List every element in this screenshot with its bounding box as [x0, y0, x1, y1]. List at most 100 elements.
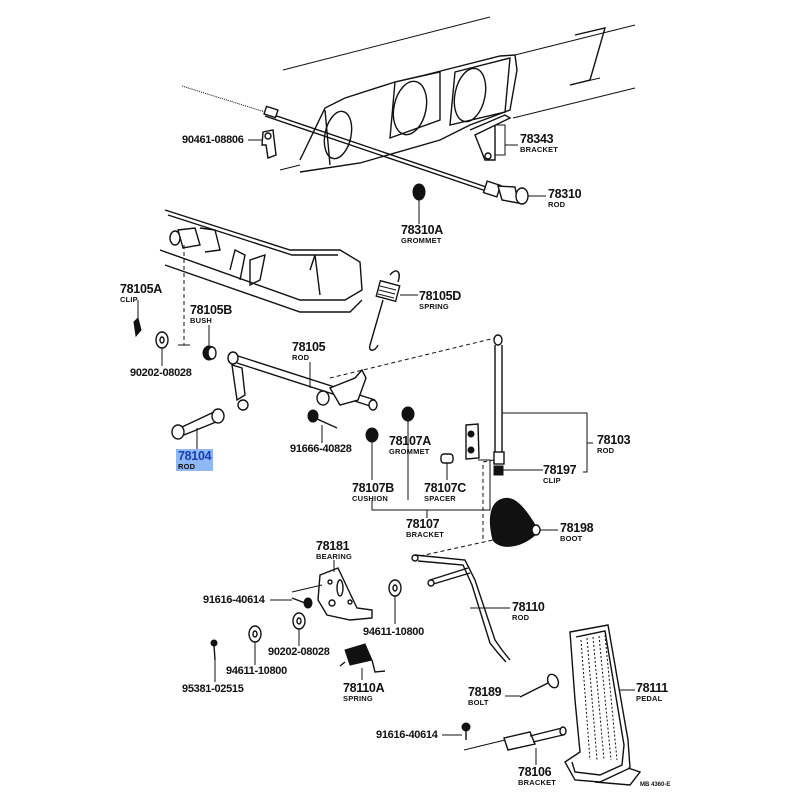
callout-94611-10800-right[interactable]: 94611-10800	[363, 627, 424, 638]
part-name: CLIP	[543, 475, 561, 485]
part-name: ROD	[548, 199, 566, 209]
part-number: 78105D	[419, 289, 461, 303]
leader-lines	[137, 124, 635, 765]
drawing-code: MB 4360-E	[640, 782, 671, 788]
part-name: BEARING	[316, 551, 352, 561]
callout-91616-40614-upper[interactable]: 91616-40614	[203, 595, 265, 606]
part-name: BOOT	[560, 533, 583, 543]
part-number: 78105A	[120, 282, 162, 296]
part-number: 78110	[512, 600, 545, 614]
callout-94611-10800-left[interactable]: 94611-10800	[226, 666, 287, 677]
part-number: 91666-40828	[290, 443, 352, 455]
part-name: BOLT	[468, 697, 489, 707]
part-name: SPACER	[424, 493, 456, 503]
part-name: GROMMET	[401, 235, 442, 245]
grommet-78310a-drawing	[412, 183, 426, 201]
bush-78105b-drawing	[202, 345, 217, 361]
rod-78105-drawing	[227, 337, 496, 411]
part-number: 94611-10800	[226, 665, 287, 677]
part-number: 91616-40614	[376, 729, 438, 741]
clip-78105a-drawing	[133, 317, 142, 338]
part-number: 95381-02515	[182, 683, 244, 695]
rod-78104-drawing	[171, 408, 225, 440]
part-number: 78107B	[352, 481, 394, 495]
washer-90202-lower-drawing	[292, 612, 306, 630]
cable-rod-drawing	[181, 85, 529, 205]
part-name: ROD	[597, 445, 615, 455]
part-name: BRACKET	[406, 529, 445, 539]
part-name: BRACKET	[520, 144, 559, 154]
part-name: CLIP	[120, 294, 138, 304]
part-number: 78107A	[389, 434, 431, 448]
part-number: 78181	[316, 539, 350, 553]
bolt-91616-lower-drawing	[461, 722, 506, 751]
callout-91616-40614-lower[interactable]: 91616-40614	[376, 730, 438, 741]
part-number: 78106	[518, 765, 552, 779]
screw-91666-drawing	[307, 409, 338, 429]
part-number: 78110A	[343, 681, 385, 695]
grommet-78107a-drawing	[401, 406, 415, 422]
washer-94611-left-drawing	[248, 625, 262, 643]
part-number: 78107C	[424, 481, 466, 495]
part-name: ROD	[292, 352, 310, 362]
part-number: 78107	[406, 517, 440, 531]
bracket-78107-drawing	[465, 423, 480, 460]
part-name: ROD	[512, 612, 530, 622]
callout-90461-08806[interactable]: 90461-08806	[182, 135, 244, 146]
washer-94611-right-drawing	[388, 579, 402, 597]
part-number: 78104	[178, 449, 212, 463]
part-number: 78189	[468, 685, 502, 699]
part-number: 94611-10800	[363, 626, 424, 638]
rod-78110-drawing	[411, 554, 511, 663]
part-number: 90202-08028	[268, 646, 330, 658]
part-name: BRACKET	[518, 777, 557, 787]
part-name: SPRING	[343, 693, 373, 703]
part-name: BUSH	[190, 315, 213, 325]
part-number: 78111	[636, 681, 668, 695]
part-number: 91616-40614	[203, 594, 265, 606]
valve-cover-drawing	[159, 209, 363, 313]
part-number: 78198	[560, 521, 594, 535]
rod-78103-drawing	[493, 334, 505, 476]
bracket-78106-drawing	[503, 726, 567, 751]
bracket-78343-drawing	[469, 114, 512, 161]
part-name: CUSHION	[352, 493, 388, 503]
pin-95381-drawing	[210, 639, 218, 661]
part-number: 78310A	[401, 223, 443, 237]
cushion-78107b-drawing	[365, 427, 379, 443]
part-number: 78105B	[190, 303, 232, 317]
part-name: ROD	[178, 461, 196, 471]
part-number: 78310	[548, 187, 582, 201]
callout-95381-02515[interactable]: 95381-02515	[182, 684, 244, 695]
boot-78198-drawing	[419, 497, 541, 557]
bearing-78181-drawing	[317, 567, 373, 621]
callout-91666-40828[interactable]: 91666-40828	[290, 444, 352, 455]
callout-90202-08028-upper[interactable]: 90202-08028	[130, 368, 192, 379]
part-number: 78343	[520, 132, 554, 146]
callout-90202-08028-lower[interactable]: 90202-08028	[268, 647, 330, 658]
washer-90202-drawing	[155, 331, 169, 349]
part-name: GROMMET	[389, 446, 430, 456]
